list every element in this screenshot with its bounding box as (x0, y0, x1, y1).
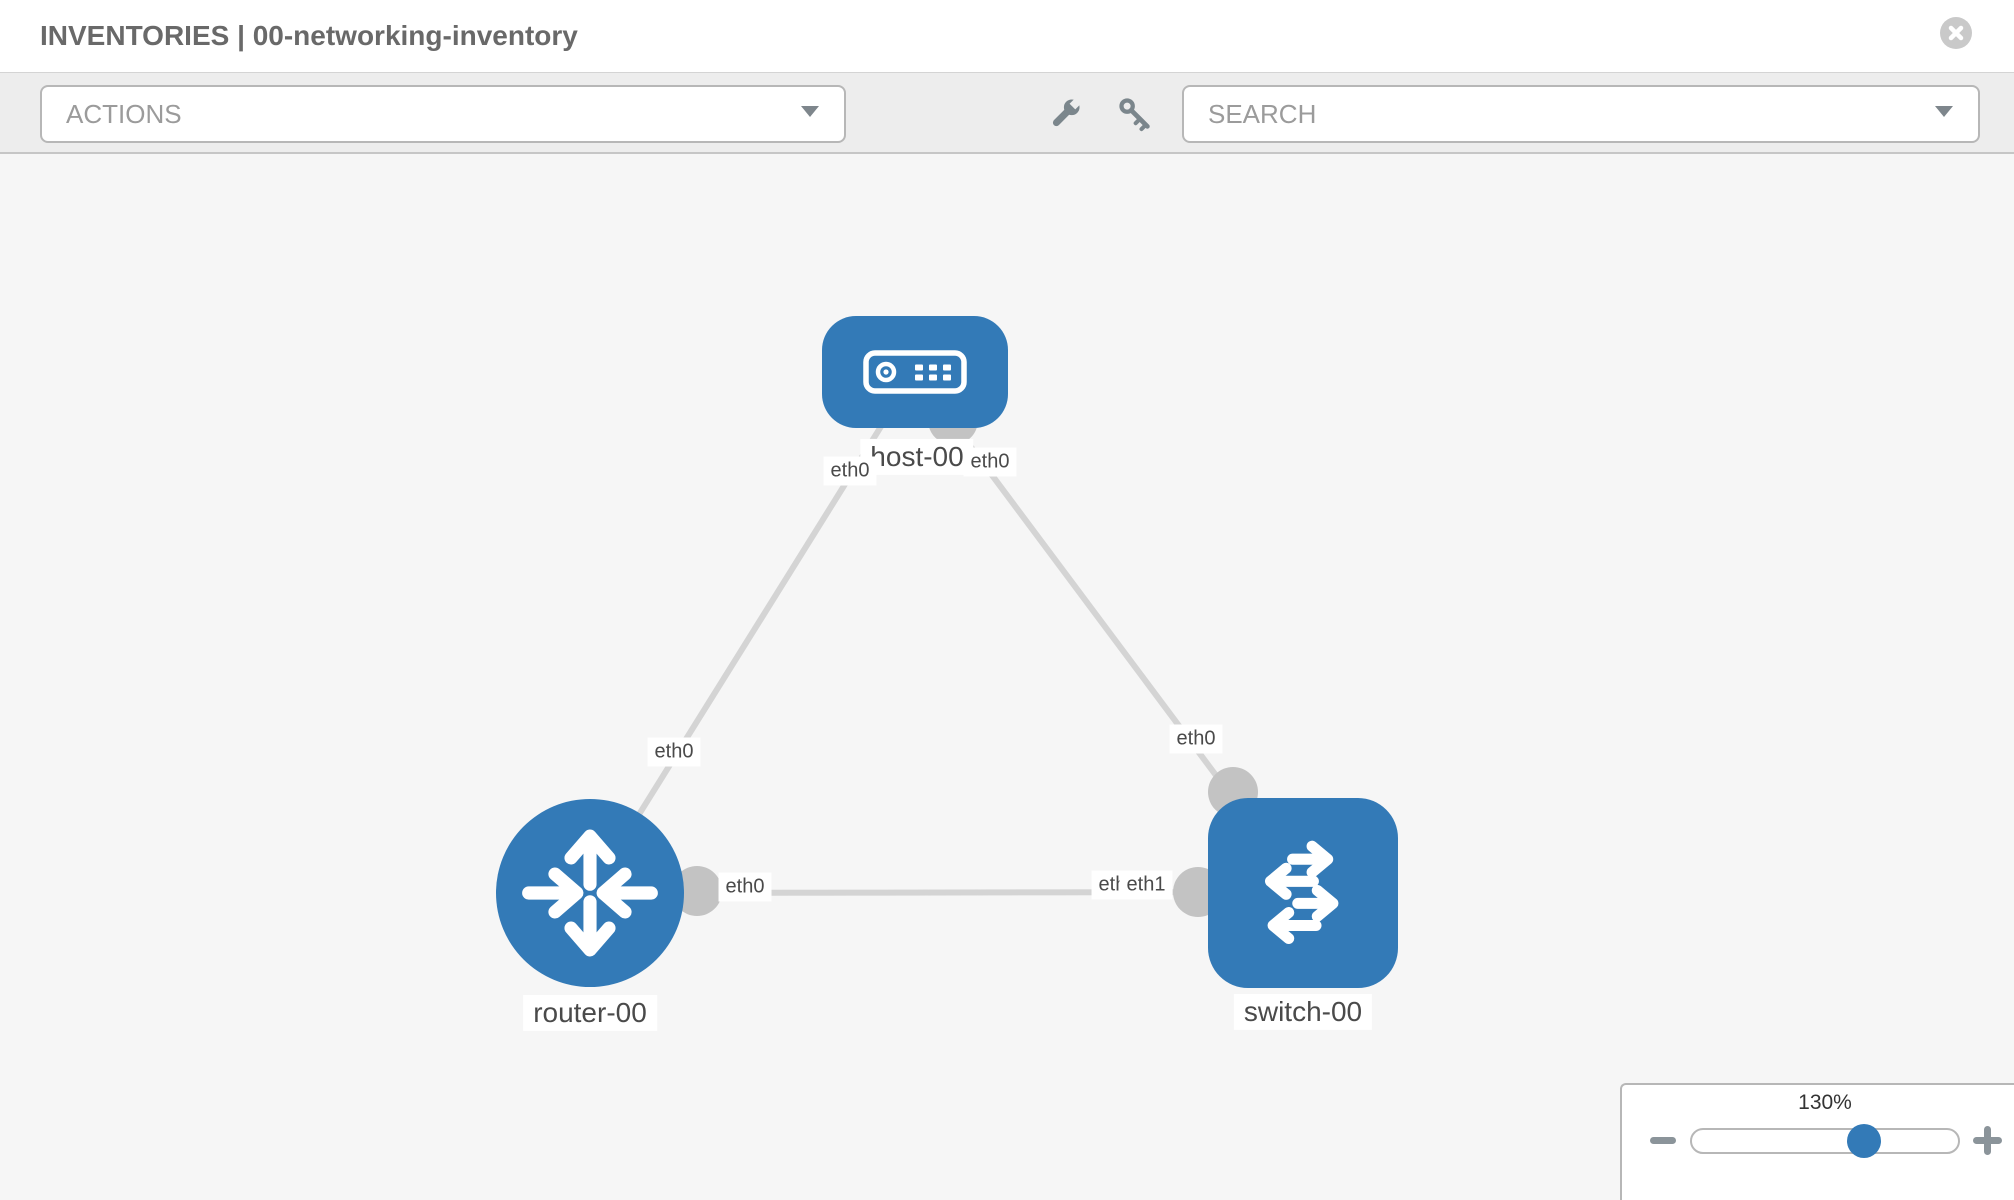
node-label-host[interactable]: host-00 (860, 438, 974, 476)
caret-down-icon (1934, 105, 1954, 123)
zoom-slider-thumb[interactable] (1847, 1124, 1881, 1158)
topology-links-layer (587, 370, 1306, 917)
host-icon (863, 350, 967, 394)
node-router-00[interactable] (496, 799, 684, 987)
node-label-router[interactable]: router-00 (523, 994, 657, 1032)
topology-canvas[interactable]: host-00 router-00 switch-00 eth0 eth0 et… (0, 154, 2014, 1200)
node-label-switch[interactable]: switch-00 (1233, 993, 1373, 1031)
close-icon (1948, 25, 1964, 41)
iface-label-switch-eth1: eth1 (1119, 870, 1173, 900)
close-button[interactable] (1940, 17, 1972, 49)
zoom-in-button[interactable] (1973, 1126, 2002, 1155)
actions-dropdown[interactable]: ACTIONS (40, 85, 846, 143)
page-title: INVENTORIES | 00-networking-inventory (40, 20, 578, 51)
iface-label-host-eth0-right: eth0 (963, 447, 1017, 477)
toolbar: ACTIONS SEARCH (0, 73, 2014, 154)
switch-icon (1264, 840, 1339, 945)
iface-label-host-eth0-left: eth0 (823, 456, 877, 486)
search-dropdown[interactable]: SEARCH (1182, 85, 1980, 143)
header-bar: INVENTORIES | 00-networking-inventory (0, 0, 2014, 73)
node-host-00[interactable] (822, 316, 1008, 428)
caret-down-icon (800, 105, 820, 123)
zoom-out-button[interactable] (1650, 1137, 1676, 1144)
actions-dropdown-label: ACTIONS (66, 98, 182, 129)
interface-dot-router-eth0[interactable] (672, 866, 722, 916)
iface-label-router-eth0-up: eth0 (647, 737, 701, 767)
router-icon (522, 829, 658, 957)
wrench-icon (1052, 97, 1082, 127)
node-switch-00[interactable] (1208, 798, 1398, 988)
iface-label-router-eth0-mid: eth0 (718, 872, 772, 902)
iface-label-switch-eth0-up: eth0 (1169, 724, 1223, 754)
search-placeholder: SEARCH (1208, 98, 1317, 129)
plus-icon (1984, 1126, 1991, 1155)
zoom-control-panel: 130% (1620, 1083, 2014, 1200)
zoom-percentage: 130% (1798, 1091, 1852, 1114)
key-icon (1119, 98, 1150, 132)
credentials-button[interactable] (1114, 93, 1156, 135)
zoom-slider-track[interactable] (1690, 1128, 1960, 1154)
configure-button[interactable] (1044, 93, 1086, 135)
